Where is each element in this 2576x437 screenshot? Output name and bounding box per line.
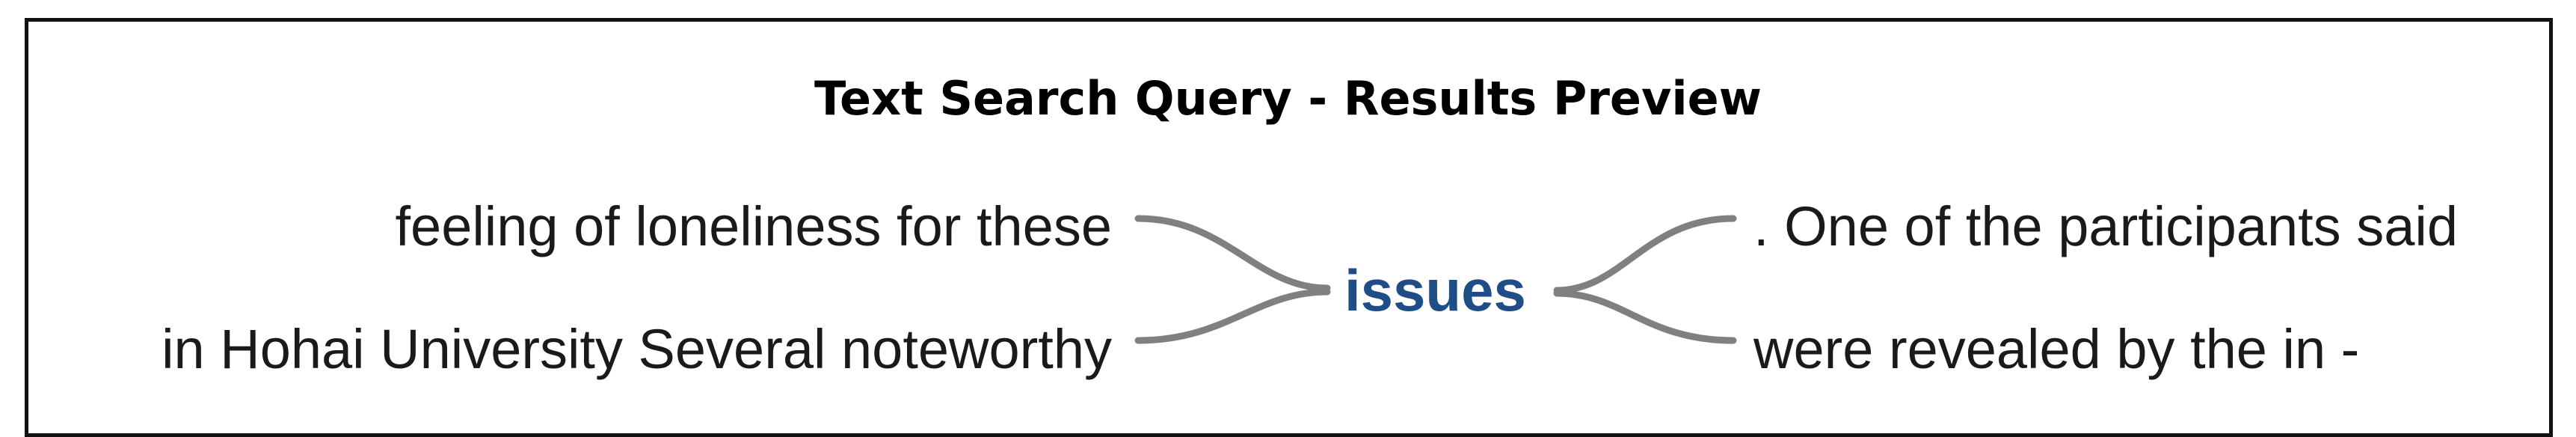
right-context-1: . One of the participants said bbox=[1753, 195, 2458, 257]
left-context-1: feeling of loneliness for these bbox=[395, 195, 1113, 257]
right-context-2: were revealed by the in - bbox=[1753, 318, 2360, 380]
search-keyword: issues bbox=[1344, 257, 1526, 323]
left-context-2: in Hohai University Several noteworthy bbox=[162, 318, 1112, 380]
diagram-title: Text Search Query - Results Preview bbox=[814, 71, 1762, 126]
